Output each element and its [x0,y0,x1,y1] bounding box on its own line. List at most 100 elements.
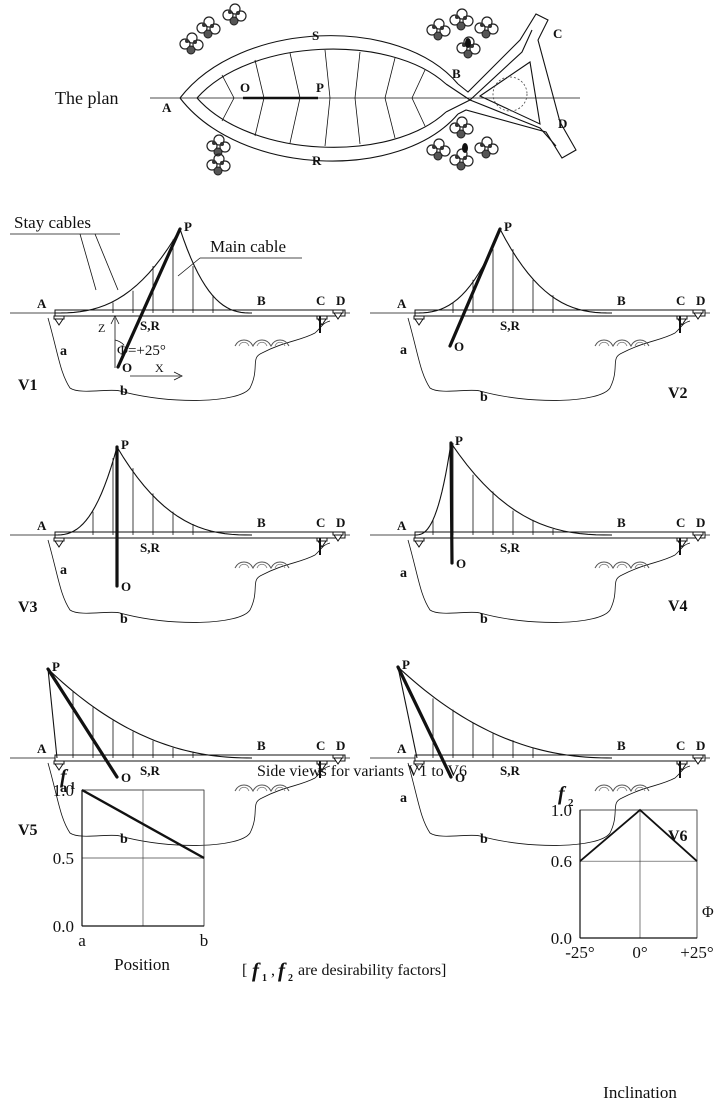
y-tick-label: 0.0 [551,929,572,948]
label-a-lower: a [400,343,407,358]
label-b-lower: b [120,384,128,399]
label-sr: S,R [500,763,520,778]
label-a: A [397,296,407,311]
label-p: P [52,659,60,674]
main-cable [397,666,613,759]
plan-view: The plan S R A B C D O P [55,3,580,176]
chart1-ylabel-sub: 1 [70,780,76,792]
plan-label-p: P [316,80,324,95]
plan-label-a: A [162,100,172,115]
chart2-ylabel-sub: 2 [568,797,574,809]
axis-x-label: X [155,361,164,375]
label-b-lower: b [480,390,488,405]
note-f2: f [278,958,287,982]
bridge-deck [54,309,346,317]
main-cable [54,445,253,536]
support-icon [332,531,344,542]
label-a: A [37,741,47,756]
terrain-line [47,762,331,846]
y-tick-label: 0.6 [551,852,572,871]
label-p: P [402,657,410,672]
bridge-deck [414,754,706,762]
angle-label: Φ=+25° [117,343,166,359]
support-icon [332,309,344,320]
variant-label-v2: V2 [668,385,688,402]
label-sr: S,R [500,540,520,555]
x-tick-label: a [78,931,86,950]
pylon [46,667,119,779]
support-icon [53,537,65,548]
main-cable-label: Main cable [210,237,286,256]
support-icon [316,537,328,548]
variant-label-v1: V1 [18,377,38,394]
bridge-deck [414,309,706,317]
support-icon [413,315,425,326]
label-sr: S,R [500,318,520,333]
label-d: D [696,293,705,308]
label-a: A [37,296,47,311]
bridge-deck [54,531,346,539]
label-b: B [257,738,266,753]
label-c: C [316,515,325,530]
variant-label-v3: V3 [18,599,38,616]
label-b: B [257,293,266,308]
label-sr: S,R [140,540,160,555]
pylon [449,441,454,565]
y-tick-label: 1.0 [551,801,572,820]
label-sr: S,R [140,763,160,778]
pylon [396,665,453,779]
variant-label-v4: V4 [668,598,688,615]
support-icon [692,309,704,320]
desirability-note: [ f 1 , f 2 are desirability factors] [242,958,446,984]
label-b-lower: b [480,612,488,627]
label-b-lower: b [120,612,128,627]
label-a: A [397,518,407,533]
main-cable [414,227,613,314]
stay-cables-label: Stay cables [14,213,91,232]
x-tick-label: 0° [632,943,647,962]
y-tick-label: 1.0 [53,781,74,800]
label-c: C [676,738,685,753]
chart-f2: f 2 Φ Inclination 1.00.60.0-25°0°+25° [551,783,714,1102]
plan-label-o: O [240,80,250,95]
chart2-series-line [579,808,698,862]
chart1-series-line [81,788,205,860]
label-p: P [121,437,129,452]
terrain-line [407,762,691,846]
x-tick-label: -25° [565,943,594,962]
label-b-lower: b [120,832,128,847]
label-a: A [37,518,47,533]
chart2-axis-symbol: Φ [702,904,714,921]
support-icon [53,315,65,326]
support-icon [676,315,688,326]
support-icon [676,760,688,771]
variant-label-v5: V5 [18,822,38,839]
bridge-deck [414,531,706,539]
label-d: D [336,515,345,530]
y-tick-label: 0.0 [53,917,74,936]
main-cable [414,441,613,536]
plan-label-s: S [312,28,319,43]
pylon [448,227,502,348]
terrain-line [407,539,691,623]
label-c: C [316,738,325,753]
side-views-caption: Side views for variants V1 to V6 [257,763,467,780]
terrain-line [47,539,331,623]
variant-label-v6: V6 [668,828,688,845]
label-p: P [184,219,192,234]
plan-label-r: R [312,153,322,168]
back-stay [397,666,418,759]
v1-annotations: Stay cables Main cable Z X Φ=+25° [10,213,302,381]
x-tick-label: +25° [680,943,713,962]
note-open-bracket: [ [242,962,247,979]
support-icon [316,315,328,326]
label-c: C [316,293,325,308]
label-o: O [456,556,466,571]
